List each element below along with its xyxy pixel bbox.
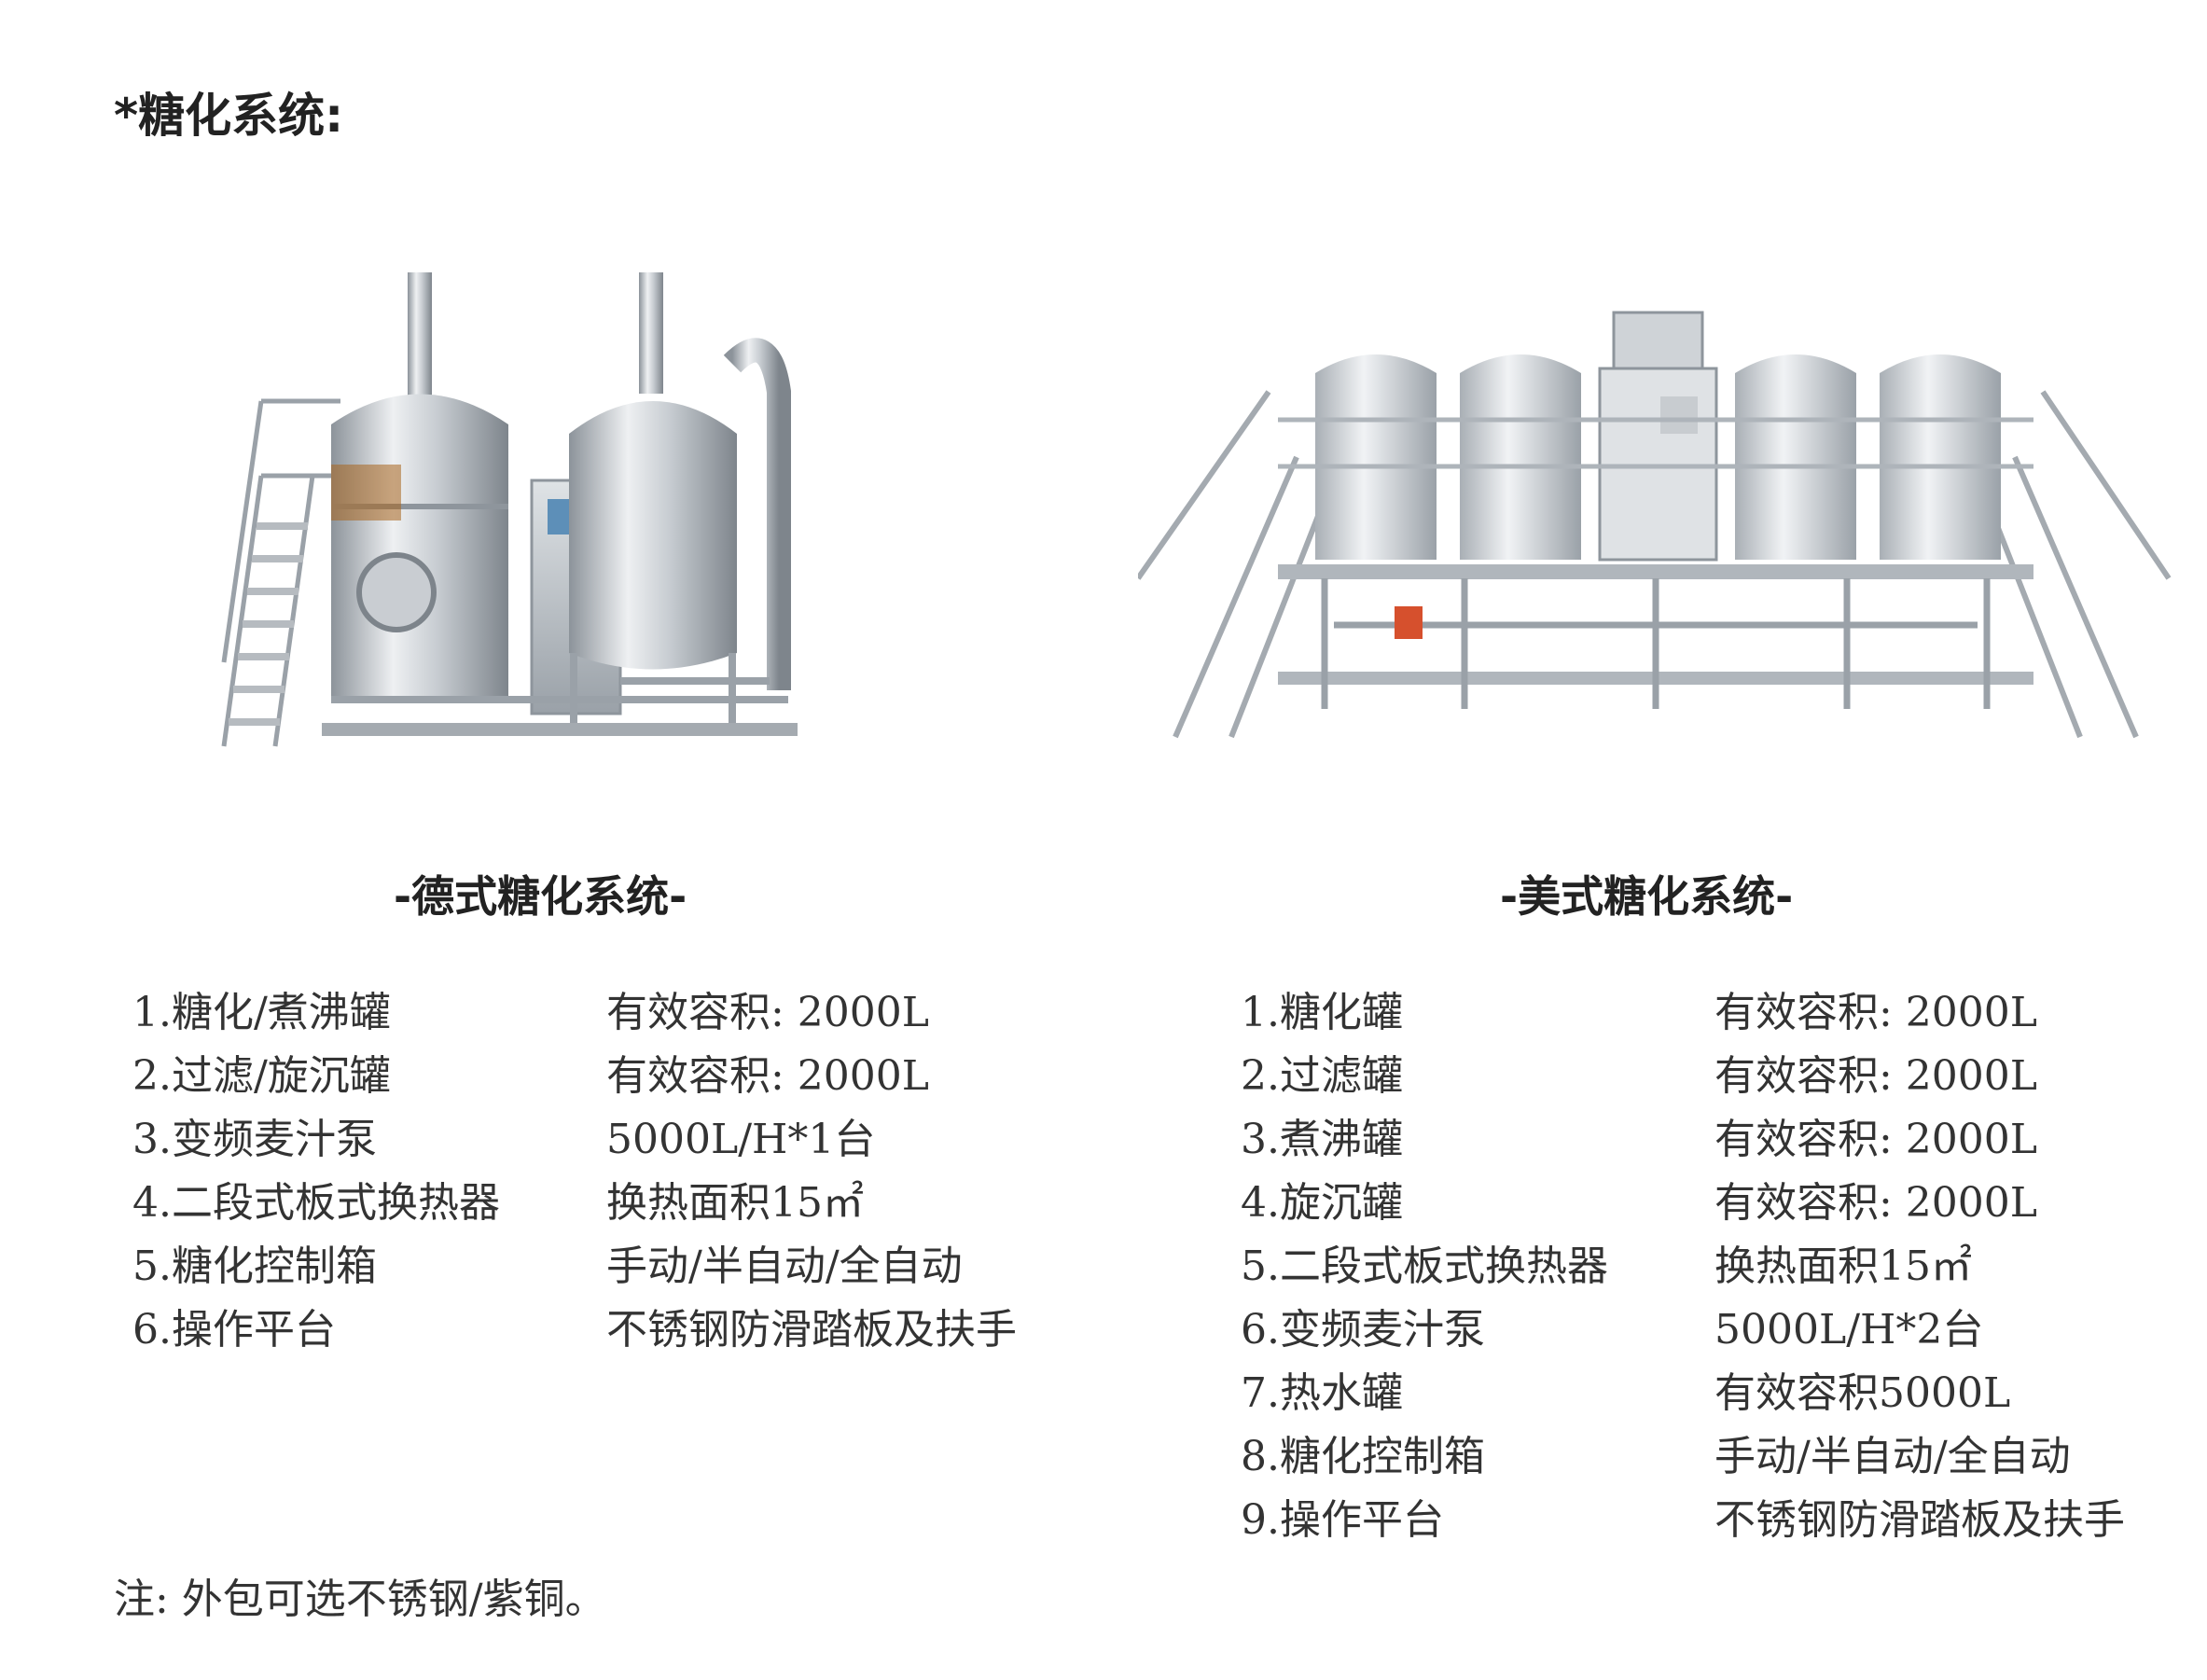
american-section-title: -美式糖化系统-: [1500, 871, 1794, 922]
page-heading: *糖化系统:: [114, 89, 344, 143]
spec-value: 有效容积: 2000L: [1714, 1116, 2038, 1163]
spec-item: 4.旋沉罐: [1241, 1179, 1403, 1227]
spec-item: 1.糖化/煮沸罐: [132, 989, 391, 1036]
spec-item: 4.二段式板式换热器: [132, 1179, 500, 1227]
german-brewhouse-image: [221, 272, 798, 747]
spec-item: 5.糖化控制箱: [132, 1243, 377, 1290]
spec-value: 换热面积15㎡: [1714, 1243, 1972, 1290]
spec-value: 有效容积5000L: [1714, 1369, 2011, 1417]
spec-item: 3.煮沸罐: [1241, 1116, 1403, 1163]
spec-item: 5.二段式板式换热器: [1241, 1243, 1608, 1290]
spec-item: 8.糖化控制箱: [1241, 1433, 1485, 1480]
spec-value: 换热面积15㎡: [606, 1179, 864, 1227]
american-brewhouse-image: [1138, 311, 2172, 739]
spec-item: 7.热水罐: [1241, 1369, 1403, 1417]
spec-value: 有效容积: 2000L: [1714, 989, 2038, 1036]
spec-item: 2.过滤罐: [1241, 1052, 1403, 1100]
spec-item: 3.变频麦汁泵: [132, 1116, 377, 1163]
spec-value: 有效容积: 2000L: [1714, 1052, 2038, 1100]
spec-value: 有效容积: 2000L: [606, 1052, 930, 1100]
spec-item: 2.过滤/旋沉罐: [132, 1052, 391, 1100]
spec-value: 有效容积: 2000L: [1714, 1179, 2038, 1227]
spec-value: 手动/半自动/全自动: [1714, 1433, 2071, 1480]
spec-item: 6.变频麦汁泵: [1241, 1306, 1485, 1354]
spec-value: 手动/半自动/全自动: [606, 1243, 963, 1290]
footnote: 注: 外包可选不锈钢/紫铜。: [114, 1576, 606, 1623]
german-section-title: -德式糖化系统-: [394, 871, 687, 922]
spec-value: 5000L/H*1台: [606, 1116, 876, 1163]
spec-value: 不锈钢防滑踏板及扶手: [606, 1306, 1017, 1354]
spec-value: 不锈钢防滑踏板及扶手: [1714, 1496, 2125, 1544]
spec-value: 有效容积: 2000L: [606, 989, 930, 1036]
spec-value: 5000L/H*2台: [1714, 1306, 1984, 1354]
spec-item: 1.糖化罐: [1241, 989, 1403, 1036]
spec-item: 9.操作平台: [1241, 1496, 1444, 1544]
spec-item: 6.操作平台: [132, 1306, 336, 1354]
